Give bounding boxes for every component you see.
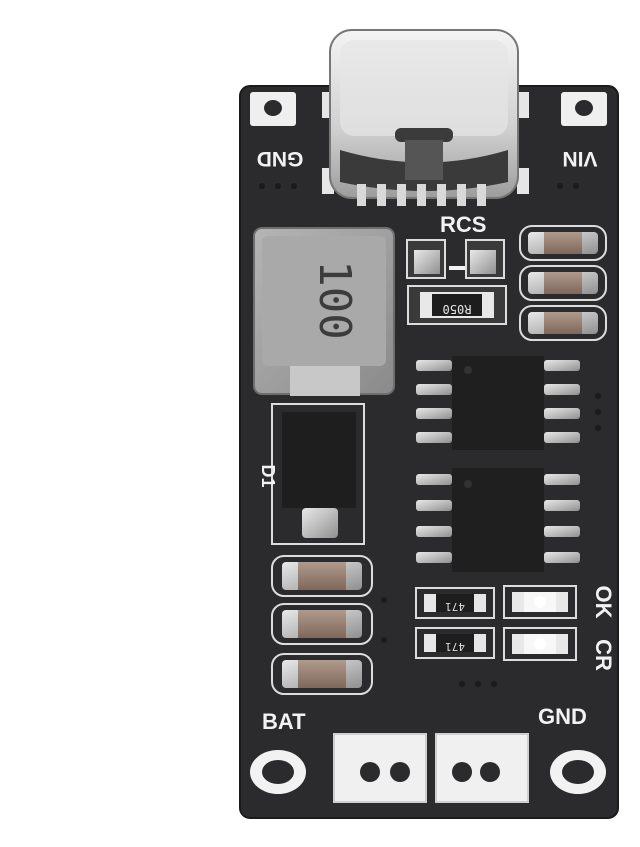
label-vin: VIN (562, 147, 597, 170)
label-ok: OK (591, 586, 616, 619)
mount-hole-bottom-left (250, 750, 306, 794)
led-cr (503, 627, 577, 661)
ic-upper (416, 356, 580, 450)
diode-d1: D1 (258, 403, 365, 545)
mount-hole-bottom-right (550, 750, 606, 794)
label-cr: CR (591, 639, 616, 671)
inductor: 100 (253, 227, 395, 396)
led-resistor-2-marking: 471 (445, 640, 465, 653)
output-capacitors (271, 555, 373, 695)
sense-resistor: R050 (407, 285, 507, 325)
label-d1: D1 (258, 464, 278, 487)
sense-resistor-marking: R050 (443, 302, 472, 316)
led-resistor-1: 471 (415, 587, 495, 619)
led-resistor-2: 471 (415, 627, 495, 659)
label-gnd-bottom: GND (538, 704, 587, 729)
mount-hole-top-right (561, 92, 607, 126)
label-gnd-top: GND (257, 147, 304, 170)
mount-hole-top-left (250, 92, 296, 126)
led-ok (503, 585, 577, 619)
bat-terminal-pad (333, 733, 427, 803)
led-resistor-1-marking: 471 (445, 600, 465, 613)
rcs-pads (406, 239, 505, 279)
input-capacitors (519, 225, 607, 341)
inductor-marking: 100 (309, 260, 360, 339)
label-bat: BAT (262, 709, 306, 734)
label-rcs: RCS (440, 212, 486, 237)
usb-c-connector (329, 29, 519, 206)
ic-lower (416, 468, 580, 572)
gnd-terminal-pad (435, 733, 529, 803)
